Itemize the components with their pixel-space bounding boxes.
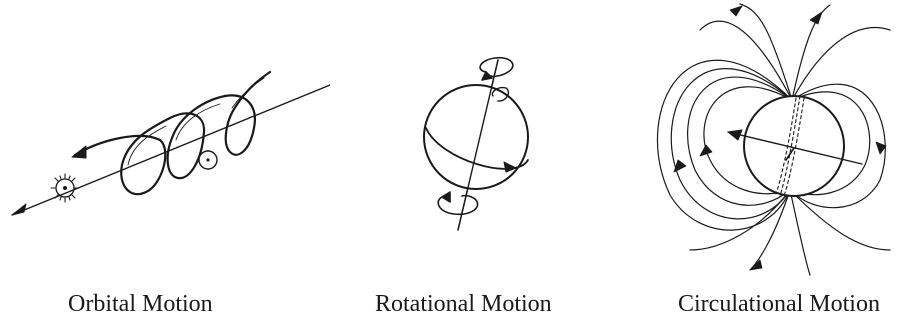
rotational-motion-diagram xyxy=(423,56,529,231)
sphere-equator xyxy=(425,127,529,170)
central-flux-lines xyxy=(775,95,805,197)
top-spin-arrow-icon xyxy=(479,56,514,102)
orbital-motion-diagram xyxy=(11,70,330,216)
axis-arrowhead xyxy=(11,203,27,216)
orbit-arrowhead xyxy=(71,145,87,159)
bottom-spin-arrow-icon xyxy=(437,191,479,216)
orbital-motion-caption: Orbital Motion xyxy=(68,291,213,317)
field-line-arrows xyxy=(673,5,887,271)
helical-orbit-path xyxy=(73,70,272,196)
field-lines-left xyxy=(656,3,793,271)
sun-icon xyxy=(50,173,80,203)
circulational-motion-diagram xyxy=(656,3,891,276)
central-sphere xyxy=(743,95,845,197)
circulational-motion-panel: Circulational Motion xyxy=(600,0,899,323)
rotational-motion-caption: Rotational Motion xyxy=(375,291,552,317)
central-arrow xyxy=(785,147,795,161)
rotational-motion-panel: Rotational Motion xyxy=(330,0,600,323)
equator-arrowhead xyxy=(503,161,517,173)
sphere xyxy=(423,84,529,190)
helical-orbit-path-inner xyxy=(127,77,265,166)
field-lines-right xyxy=(789,4,891,276)
orbit-axis-line xyxy=(11,84,330,216)
orbital-motion-panel: Orbital Motion xyxy=(0,0,330,323)
circulational-motion-caption: Circulational Motion xyxy=(678,291,880,317)
